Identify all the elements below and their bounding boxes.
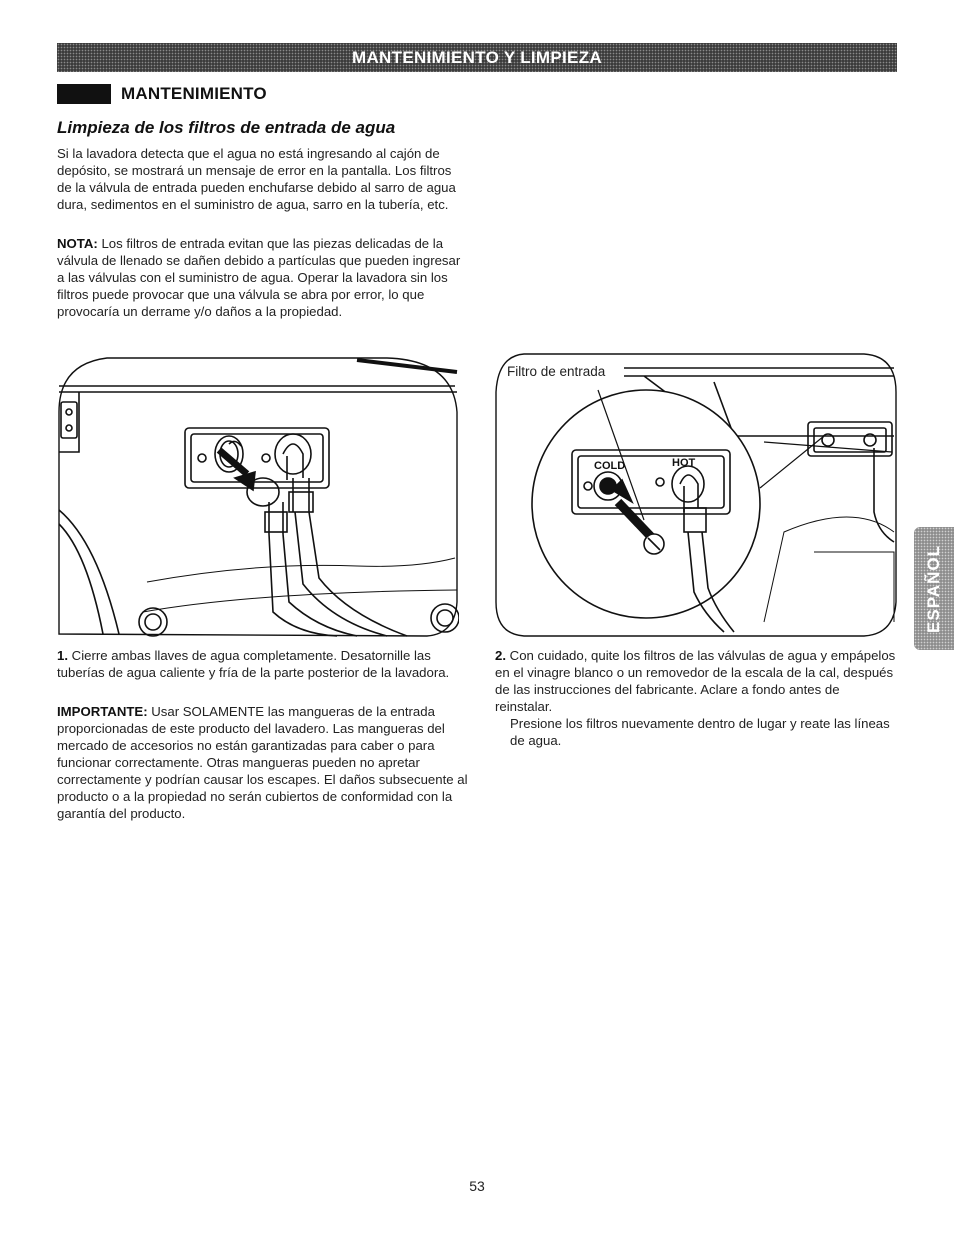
step-2-text: Con cuidado, quite los filtros de las vá… [495,648,896,714]
step-1: 1. Cierre ambas llaves de agua completam… [57,647,469,681]
heading-text: MANTENIMIENTO [121,84,267,103]
note-text: Los filtros de entrada evitan que las pi… [57,236,461,319]
important-label: IMPORTANTE: [57,704,148,719]
inlet-filter-illustration: COLD HOT [495,353,897,637]
page-number: 53 [469,1178,485,1194]
language-tab-label: ESPAÑOL [924,544,944,633]
step-1-number: 1. [57,648,68,663]
important-text: Usar SOLAMENTE las mangueras de la entra… [57,704,468,821]
important-paragraph: IMPORTANTE: Usar SOLAMENTE las mangueras… [57,703,469,822]
subheading: Limpieza de los filtros de entrada de ag… [57,118,396,137]
cold-label: COLD [594,460,625,472]
section-banner: MANTENIMIENTO Y LIMPIEZA [57,43,897,72]
intro-paragraph: Si la lavadora detecta que el agua no es… [57,146,456,212]
language-tab: ESPAÑOL [914,527,954,650]
note-label: NOTA: [57,236,98,251]
hoses-illustration [58,357,459,637]
step-2-extra: Presione los filtros nuevamente dentro d… [510,716,890,748]
step-1-text: Cierre ambas llaves de agua completament… [57,648,450,680]
step-2: 2. Con cuidado, quite los filtros de las… [495,647,900,715]
heading-bar [57,84,111,104]
note-paragraph: NOTA: Los filtros de entrada evitan que … [57,235,469,320]
banner-title: MANTENIMIENTO Y LIMPIEZA [352,47,602,67]
inlet-filter-label: Filtro de entrada [507,364,609,379]
section-heading: MANTENIMIENTO [57,84,267,104]
step-2-number: 2. [495,648,506,663]
